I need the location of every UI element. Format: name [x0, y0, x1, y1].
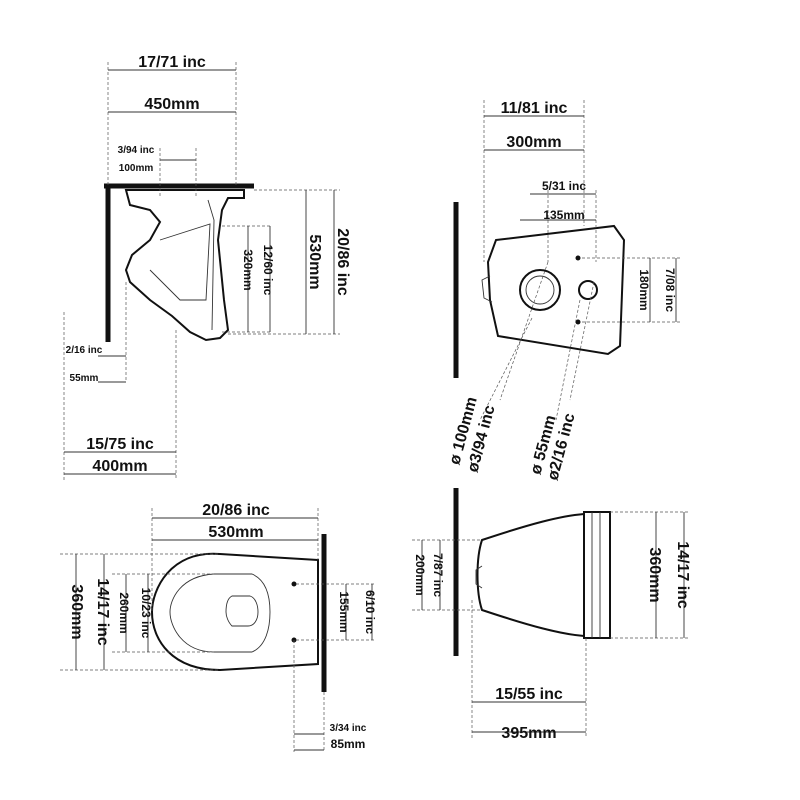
back-hole-spacing-mm: 135mm: [543, 208, 584, 222]
back-hole-spacing-inc: 5/31 inc: [542, 179, 586, 193]
top-offset-inc: 3/34 inc: [330, 723, 367, 734]
side-width-mm: 450mm: [144, 96, 199, 113]
top-width-inc: 14/17 inc: [94, 578, 111, 646]
top-length-mm: 530mm: [208, 524, 263, 541]
bottom-width-mm: 360mm: [646, 547, 663, 602]
side-floor-inc: 2/16 inc: [66, 345, 103, 356]
back-bolt-top: [575, 255, 581, 261]
side-toilet-inner: [149, 223, 211, 301]
top-offset-mm: 85mm: [331, 737, 366, 751]
side-floor-mm: 55mm: [70, 373, 99, 384]
side-height-inc: 20/86 inc: [334, 228, 351, 296]
side-inner-inc: 12/60 inc: [261, 245, 275, 296]
back-large-hole-inner: [525, 275, 555, 305]
top-bolt-inc: 6/10 inc: [363, 590, 377, 634]
side-projection-inc: 15/75 inc: [86, 436, 154, 453]
side-outlet-inc: 3/94 inc: [118, 145, 155, 156]
bottom-rim: [583, 511, 611, 639]
side-wall: [104, 183, 254, 342]
bottom-body: [476, 512, 585, 638]
side-inner-mm: 320mm: [241, 249, 255, 290]
top-inner-mm: 260mm: [117, 592, 131, 633]
side-toilet-rim: [207, 199, 215, 331]
bottom-view: 200mm 7/87 inc 360mm 14/17 inc 15/55 inc…: [412, 488, 691, 742]
side-width-inc: 17/71 inc: [138, 54, 206, 71]
bottom-width-inc: 14/17 inc: [674, 541, 691, 609]
bottom-length-inc: 15/55 inc: [495, 686, 563, 703]
top-bowl-outer: [150, 552, 319, 672]
side-height-mm: 530mm: [306, 234, 323, 289]
side-toilet-body: [124, 189, 245, 342]
back-body-stub: [481, 275, 493, 303]
back-small-hole: [578, 280, 598, 300]
top-seat-hole: [225, 595, 259, 627]
bottom-outlet-mm: 200mm: [413, 554, 427, 595]
top-inner-inc: 10/23 inc: [139, 588, 153, 639]
side-outlet-mm: 100mm: [119, 163, 154, 174]
back-height-mm: 180mm: [637, 269, 651, 310]
top-bolt-mm: 155mm: [337, 591, 351, 632]
back-width-inc: 11/81 inc: [501, 100, 568, 117]
top-view: 20/86 inc 530mm 360mm 14/17 inc 260mm 10…: [60, 502, 377, 752]
back-width-mm: 300mm: [506, 134, 561, 151]
back-height-inc: 7/08 inc: [663, 268, 677, 312]
back-view: 11/81 inc 300mm 5/31 inc 135mm 180mm 7/0…: [446, 100, 680, 482]
bottom-outlet-inc: 7/87 inc: [431, 553, 445, 597]
side-view: 17/71 inc 450mm 3/94 inc 100mm 530mm 20/…: [63, 54, 351, 480]
side-projection-mm: 400mm: [92, 458, 147, 475]
bottom-length-mm: 395mm: [501, 725, 556, 742]
top-length-inc: 20/86 inc: [202, 502, 270, 519]
back-bolt-bottom: [575, 319, 581, 325]
bottom-stub: [475, 565, 483, 589]
top-bolt-top: [291, 581, 297, 587]
top-width-mm: 360mm: [68, 584, 85, 639]
